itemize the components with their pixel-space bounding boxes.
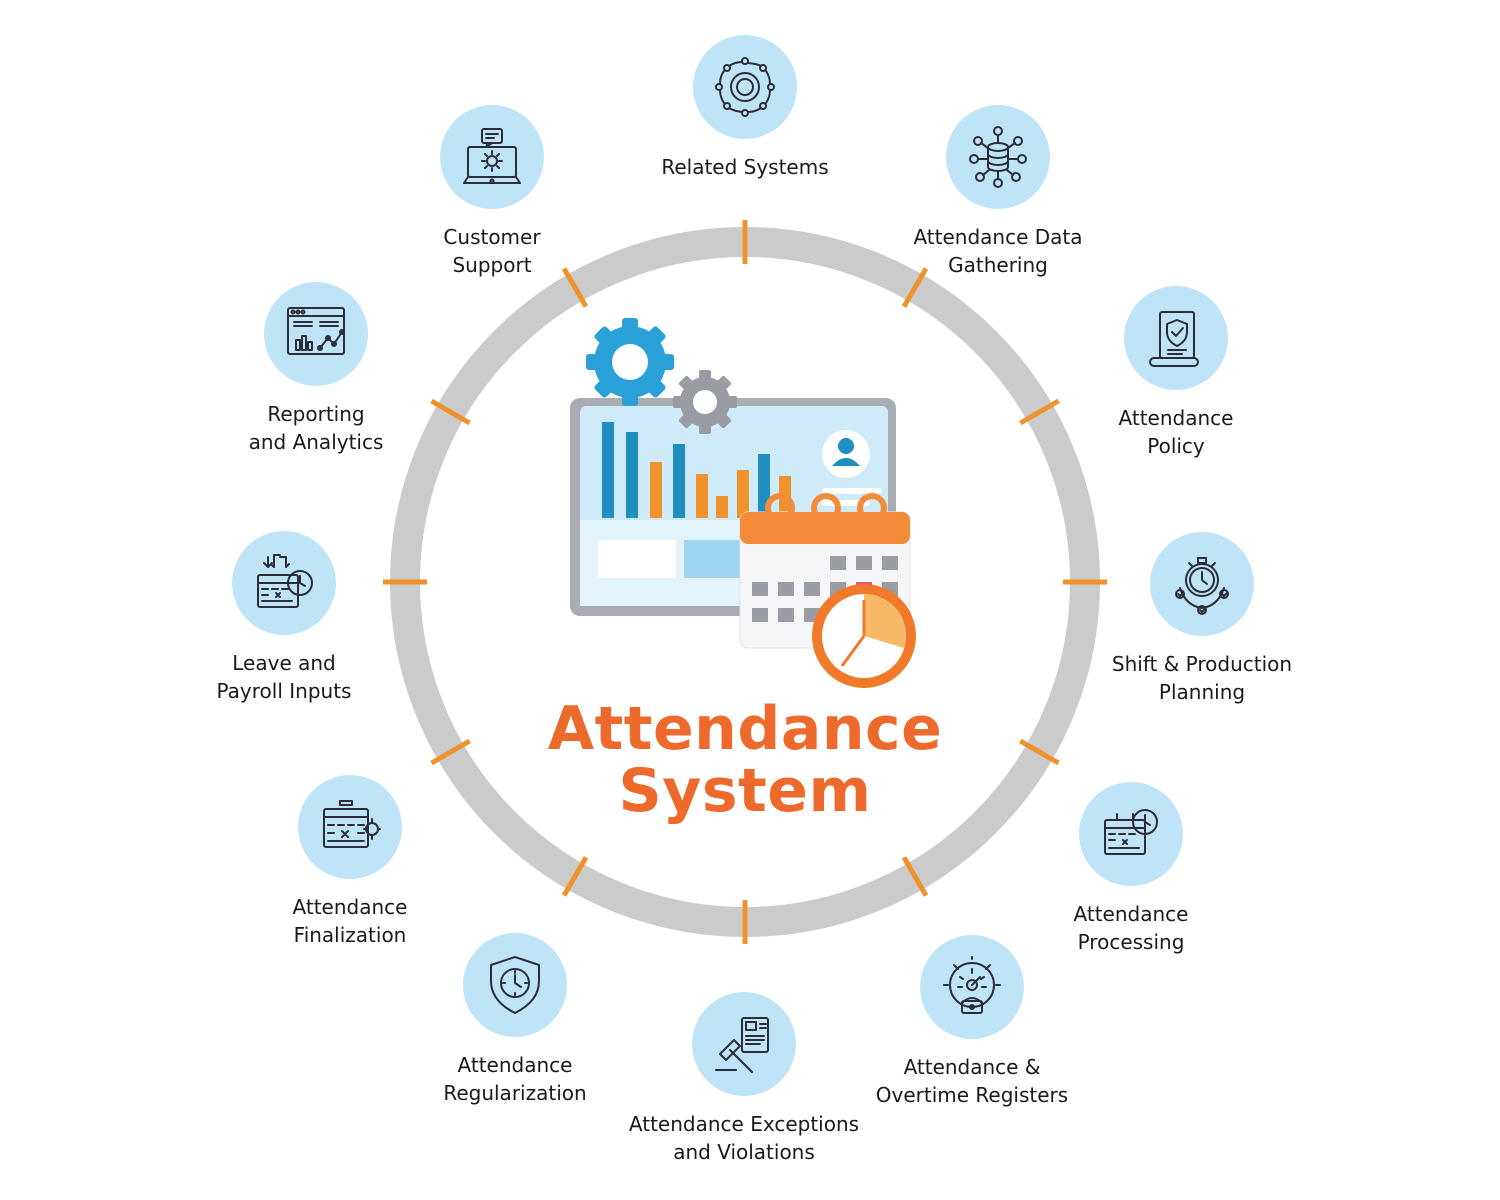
center-title: Attendance System [547,694,943,826]
module-label: Attendance Finalization [292,895,408,947]
module-node: Reporting and Analytics [196,282,436,456]
module-node: Shift & Production Planning [1082,532,1322,706]
module-label: Shift & Production Planning [1111,652,1293,704]
clock-icon [812,584,916,688]
dashboard-user-icon [920,935,1024,1039]
user-avatar-icon [822,430,882,506]
gavel-document-icon [692,992,796,1096]
ring-tick [901,267,929,308]
ring-tick [430,738,471,766]
module-node: Attendance Finalization [230,775,470,949]
policy-shield-document-icon [1124,286,1228,390]
ring-tick [1019,738,1060,766]
database-users-icon [946,105,1050,209]
module-node: Attendance Regularization [395,933,635,1107]
module-label: Attendance Policy [1118,406,1234,458]
module-label: Attendance Exceptions and Violations [628,1112,860,1164]
stopwatch-icon [1150,532,1254,636]
module-label: Leave and Payroll Inputs [216,651,352,703]
ring-tick [561,267,589,308]
calendar-gear-icon [298,775,402,879]
module-label: Attendance Regularization [443,1053,587,1105]
module-node: Customer Support [372,105,612,279]
calendar-clock-arrows-icon [232,531,336,635]
ring-ticks [383,220,1107,944]
module-node: Leave and Payroll Inputs [164,531,404,705]
ring-tick [901,856,929,897]
module-node: Attendance Policy [1056,286,1296,460]
network-gear-icon [693,35,797,139]
module-node: Related Systems [625,35,865,181]
module-label: Attendance & Overtime Registers [875,1055,1069,1107]
module-label: Customer Support [443,225,541,277]
ring-tick [430,398,471,426]
module-node: Attendance & Overtime Registers [852,935,1092,1109]
shield-clock-icon [463,933,567,1037]
blue-gear-icon [586,318,674,406]
module-label: Reporting and Analytics [248,402,384,454]
ring-tick [561,856,589,897]
laptop-support-icon [440,105,544,209]
module-label: Attendance Processing [1073,902,1189,954]
module-node: Attendance Processing [1011,782,1251,956]
grey-gear-icon [673,370,737,434]
module-node: Attendance Data Gathering [878,105,1118,279]
calendar-clock-icon [1079,782,1183,886]
module-label: Attendance Data Gathering [913,225,1083,277]
ring-tick [1019,398,1060,426]
module-node: Attendance Exceptions and Violations [624,992,864,1166]
report-chart-icon [264,282,368,386]
module-label: Related Systems [661,155,829,179]
